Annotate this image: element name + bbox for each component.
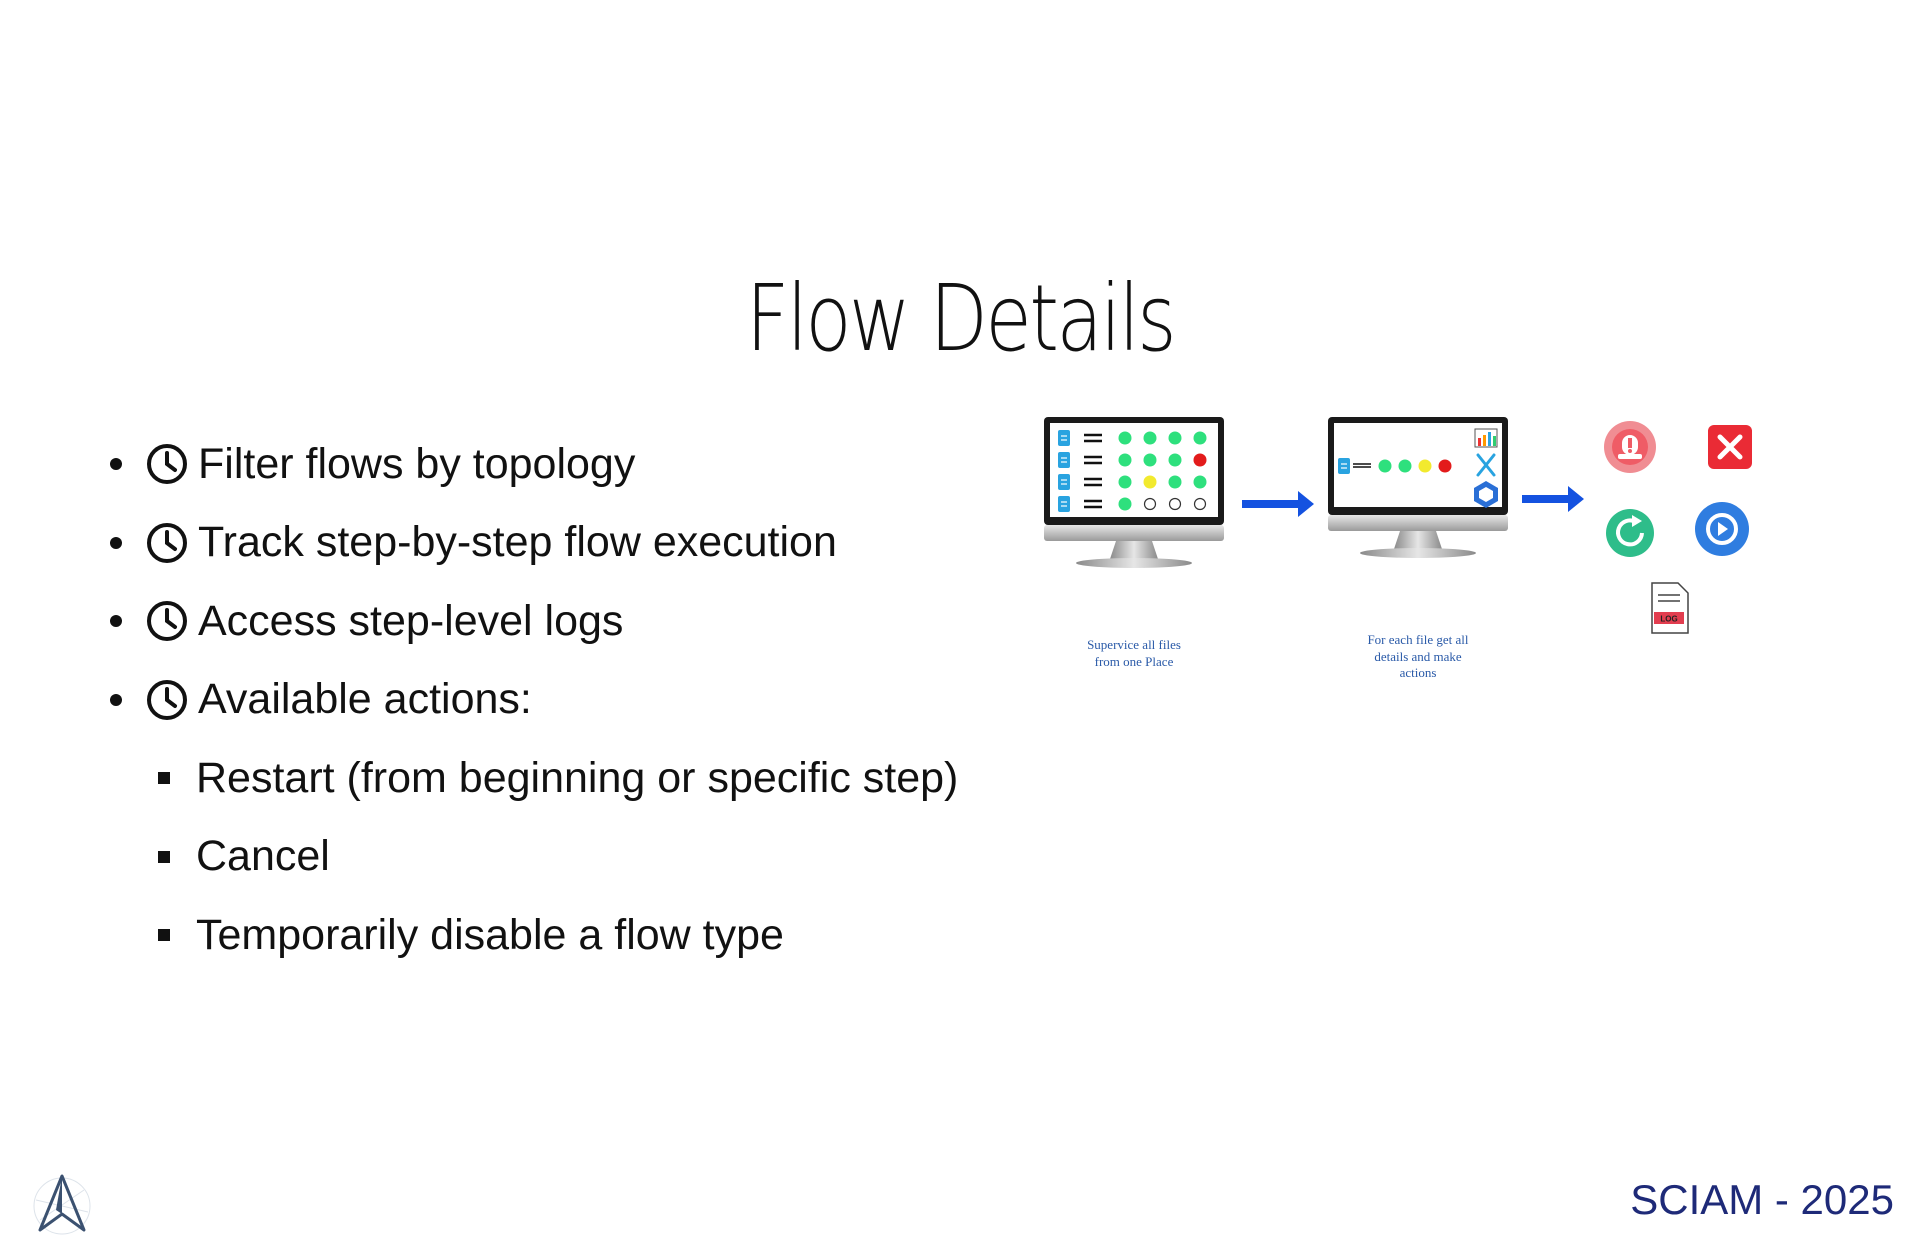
file-icon: [1338, 458, 1350, 474]
monitor-1-caption: Supervice all files from one Place: [1064, 637, 1204, 670]
status-dot-green: [1398, 459, 1412, 473]
log-file-icon: LOG: [1651, 582, 1689, 634]
log-label: LOG: [1660, 615, 1677, 624]
sub-bullet-text: Temporarily disable a flow type: [196, 910, 784, 959]
package-icon: [1474, 481, 1498, 508]
bullet-dot: [110, 536, 122, 549]
file-icon: [1058, 430, 1070, 446]
monitor-1: [1044, 417, 1224, 568]
sciam-logo-icon: [33, 1174, 91, 1235]
caption-line: details and make: [1374, 648, 1462, 664]
file-icon: [1058, 496, 1070, 512]
monitor-2-caption: For each file get all details and make a…: [1343, 632, 1493, 682]
status-dot-empty: [1143, 497, 1157, 511]
sub-bullet-item: Temporarily disable a flow type: [110, 896, 958, 975]
status-dot-green: [1193, 475, 1207, 489]
caption-line: from one Place: [1094, 653, 1174, 669]
status-dot-yellow: [1143, 475, 1157, 489]
flow-diagram: LOG Supervice all files from one Place F…: [1030, 405, 1890, 705]
status-dot-green: [1143, 453, 1157, 467]
sub-bullet-text: Cancel: [196, 832, 330, 881]
footer-brand: SCIAM - 2025: [1630, 1176, 1894, 1223]
status-dot-green: [1118, 497, 1132, 511]
sub-bullet-square: [158, 772, 170, 785]
status-dot-green: [1168, 453, 1182, 467]
cancel-icon: [1708, 425, 1752, 469]
monitor-2: [1328, 417, 1508, 558]
sub-bullet-text: Restart (from beginning or specific step…: [196, 753, 959, 802]
alert-icon: [1604, 421, 1656, 473]
bullet-list: Filter flows by topology Track step-by-s…: [110, 425, 958, 975]
file-icon: [1058, 474, 1070, 490]
status-dot-green: [1378, 459, 1392, 473]
flow-diagram-graphic: LOG: [1044, 417, 1752, 634]
file-icon: [1058, 452, 1070, 468]
status-dot-green: [1118, 475, 1132, 489]
bullet-dot: [110, 693, 122, 706]
bullet-text: Available actions:: [198, 675, 532, 724]
arrow-2-icon: [1522, 486, 1584, 512]
status-dot-red: [1438, 459, 1452, 473]
bullet-text: Filter flows by topology: [198, 439, 636, 488]
slide-title: Flow Details: [745, 265, 1177, 372]
bullet-item: Access step-level logs: [110, 582, 958, 661]
sub-bullet-square: [158, 929, 170, 942]
chart-icon: [1474, 428, 1498, 448]
status-dot-green: [1118, 431, 1132, 445]
bullet-text: Access step-level logs: [198, 596, 624, 645]
replay-icon: [1695, 502, 1749, 556]
caption-line: actions: [1399, 665, 1437, 681]
status-dot-yellow: [1418, 459, 1432, 473]
clock-icon: [147, 522, 187, 563]
bullet-item: Filter flows by topology: [110, 425, 958, 504]
caption-line: For each file get all: [1367, 632, 1469, 647]
bullet-item: Available actions:: [110, 661, 958, 740]
status-dot-green: [1118, 453, 1132, 467]
status-dot-empty: [1168, 497, 1182, 511]
sub-bullet-item: Restart (from beginning or specific step…: [110, 739, 958, 818]
tools-icon: [1476, 453, 1496, 477]
arrow-1-icon: [1242, 491, 1314, 517]
bullet-dot: [110, 458, 122, 471]
bullet-text: Track step-by-step flow execution: [198, 518, 837, 567]
bullet-dot: [110, 615, 122, 628]
clock-icon: [147, 679, 187, 720]
clock-icon: [147, 601, 187, 642]
status-dot-empty: [1193, 497, 1207, 511]
clock-icon: [147, 444, 187, 485]
sub-bullet-square: [158, 850, 170, 863]
sub-bullet-item: Cancel: [110, 818, 958, 897]
status-dot-green: [1168, 475, 1182, 489]
status-dot-green: [1193, 431, 1207, 445]
caption-line: Supervice all files: [1087, 637, 1181, 652]
status-dot-green: [1143, 431, 1157, 445]
status-dot-red: [1193, 453, 1207, 467]
restart-icon: [1606, 509, 1654, 557]
status-dot-green: [1168, 431, 1182, 445]
bullet-item: Track step-by-step flow execution: [110, 504, 958, 583]
